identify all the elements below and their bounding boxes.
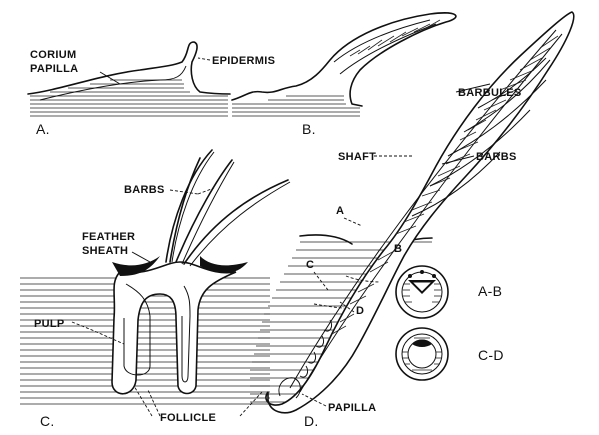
panel-b-inner-sheath [334,20,436,74]
label-xs-ab: A-B [478,283,502,299]
label-shaft: SHAFT [338,151,376,163]
panel-b-skin-lines [232,96,360,116]
panel-b: B. [232,13,456,137]
panel-a-skin-lines [30,80,228,116]
leader-epidermis [198,58,210,60]
label-barbs-c: BARBS [124,184,165,196]
label-section-d: D [356,305,364,317]
panel-a: CORIUM PAPILLA EPIDERMIS A. [28,42,275,137]
panel-c: BARBS FEATHER SHEATH PULP C. FOLLICLE [20,150,290,429]
label-barbs-d: BARBS [476,151,517,163]
cross-section-cd [396,328,448,380]
label-section-c: C [306,259,314,271]
label-panel-a: A. [36,121,50,137]
label-follicle: FOLLICLE [160,412,216,424]
label-corium: CORIUM [30,49,76,61]
label-sheath: SHEATH [82,245,128,257]
label-papilla-d: PAPILLA [328,402,376,414]
label-xs-cd: C-D [478,347,504,363]
label-panel-b: B. [302,121,316,137]
leader-sheath [132,252,150,262]
cross-section-ab [396,266,448,318]
leader-follicle-c [134,386,160,416]
panel-c-barbs [166,150,290,266]
panel-d-skin-surface-left [300,235,352,244]
label-section-a: A [336,205,344,217]
panel-b-barb-hatching [350,20,440,56]
label-section-b: B [394,243,402,255]
label-feather: FEATHER [82,231,135,243]
label-pulp: PULP [34,318,65,330]
label-panel-d: D. [304,413,319,429]
label-epidermis: EPIDERMIS [212,55,275,67]
leader-section-a [344,218,362,226]
label-papilla-a: PAPILLA [30,63,78,75]
leader-section-c [314,272,328,290]
label-panel-c: C. [40,413,55,429]
